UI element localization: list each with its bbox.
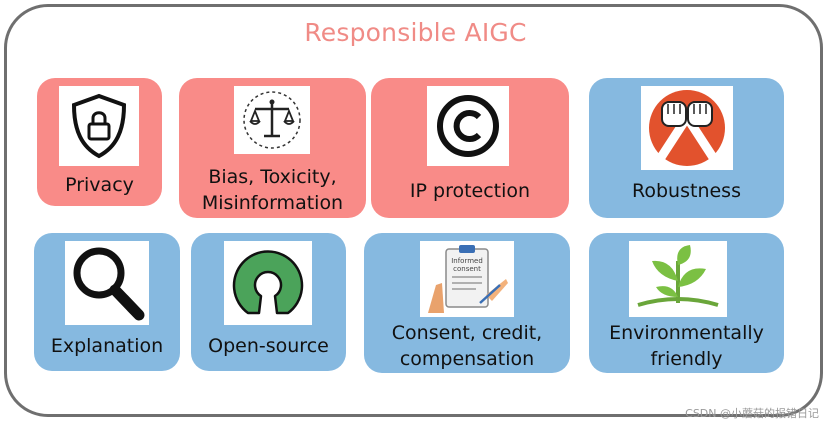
watermark: CSDN @小蘑菇的报错日记: [685, 405, 819, 421]
card-label: Open-source: [191, 333, 346, 359]
scales-icon: [234, 86, 310, 154]
card-label: Bias, Toxicity, Misinformation: [179, 164, 366, 216]
card-privacy: Privacy: [37, 78, 162, 206]
plant-icon: [629, 241, 727, 317]
card-environmentally-friendly: Environmentally friendly: [589, 233, 784, 373]
informed-consent-icon: Informed consent: [420, 241, 514, 317]
svg-text:Informed: Informed: [451, 257, 483, 265]
page-title: Responsible AIGC: [0, 18, 831, 47]
fists-icon: [641, 86, 733, 170]
shield-lock-icon: [59, 86, 139, 166]
open-source-icon: [224, 241, 312, 325]
card-consent: Informed consent Consent, credit, compen…: [364, 233, 570, 373]
card-label: Environmentally friendly: [589, 320, 784, 372]
card-label: IP protection: [371, 178, 569, 204]
magnifier-icon: [65, 241, 149, 325]
svg-text:consent: consent: [453, 265, 481, 273]
card-open-source: Open-source: [191, 233, 346, 371]
copyright-icon: [427, 86, 509, 166]
card-ip-protection: IP protection: [371, 78, 569, 218]
card-explanation: Explanation: [34, 233, 180, 371]
card-robustness: Robustness: [589, 78, 784, 218]
card-bias: Bias, Toxicity, Misinformation: [179, 78, 366, 218]
card-label: Consent, credit, compensation: [364, 320, 570, 372]
card-label: Explanation: [34, 333, 180, 359]
card-label: Robustness: [589, 178, 784, 204]
card-label: Privacy: [37, 172, 162, 198]
